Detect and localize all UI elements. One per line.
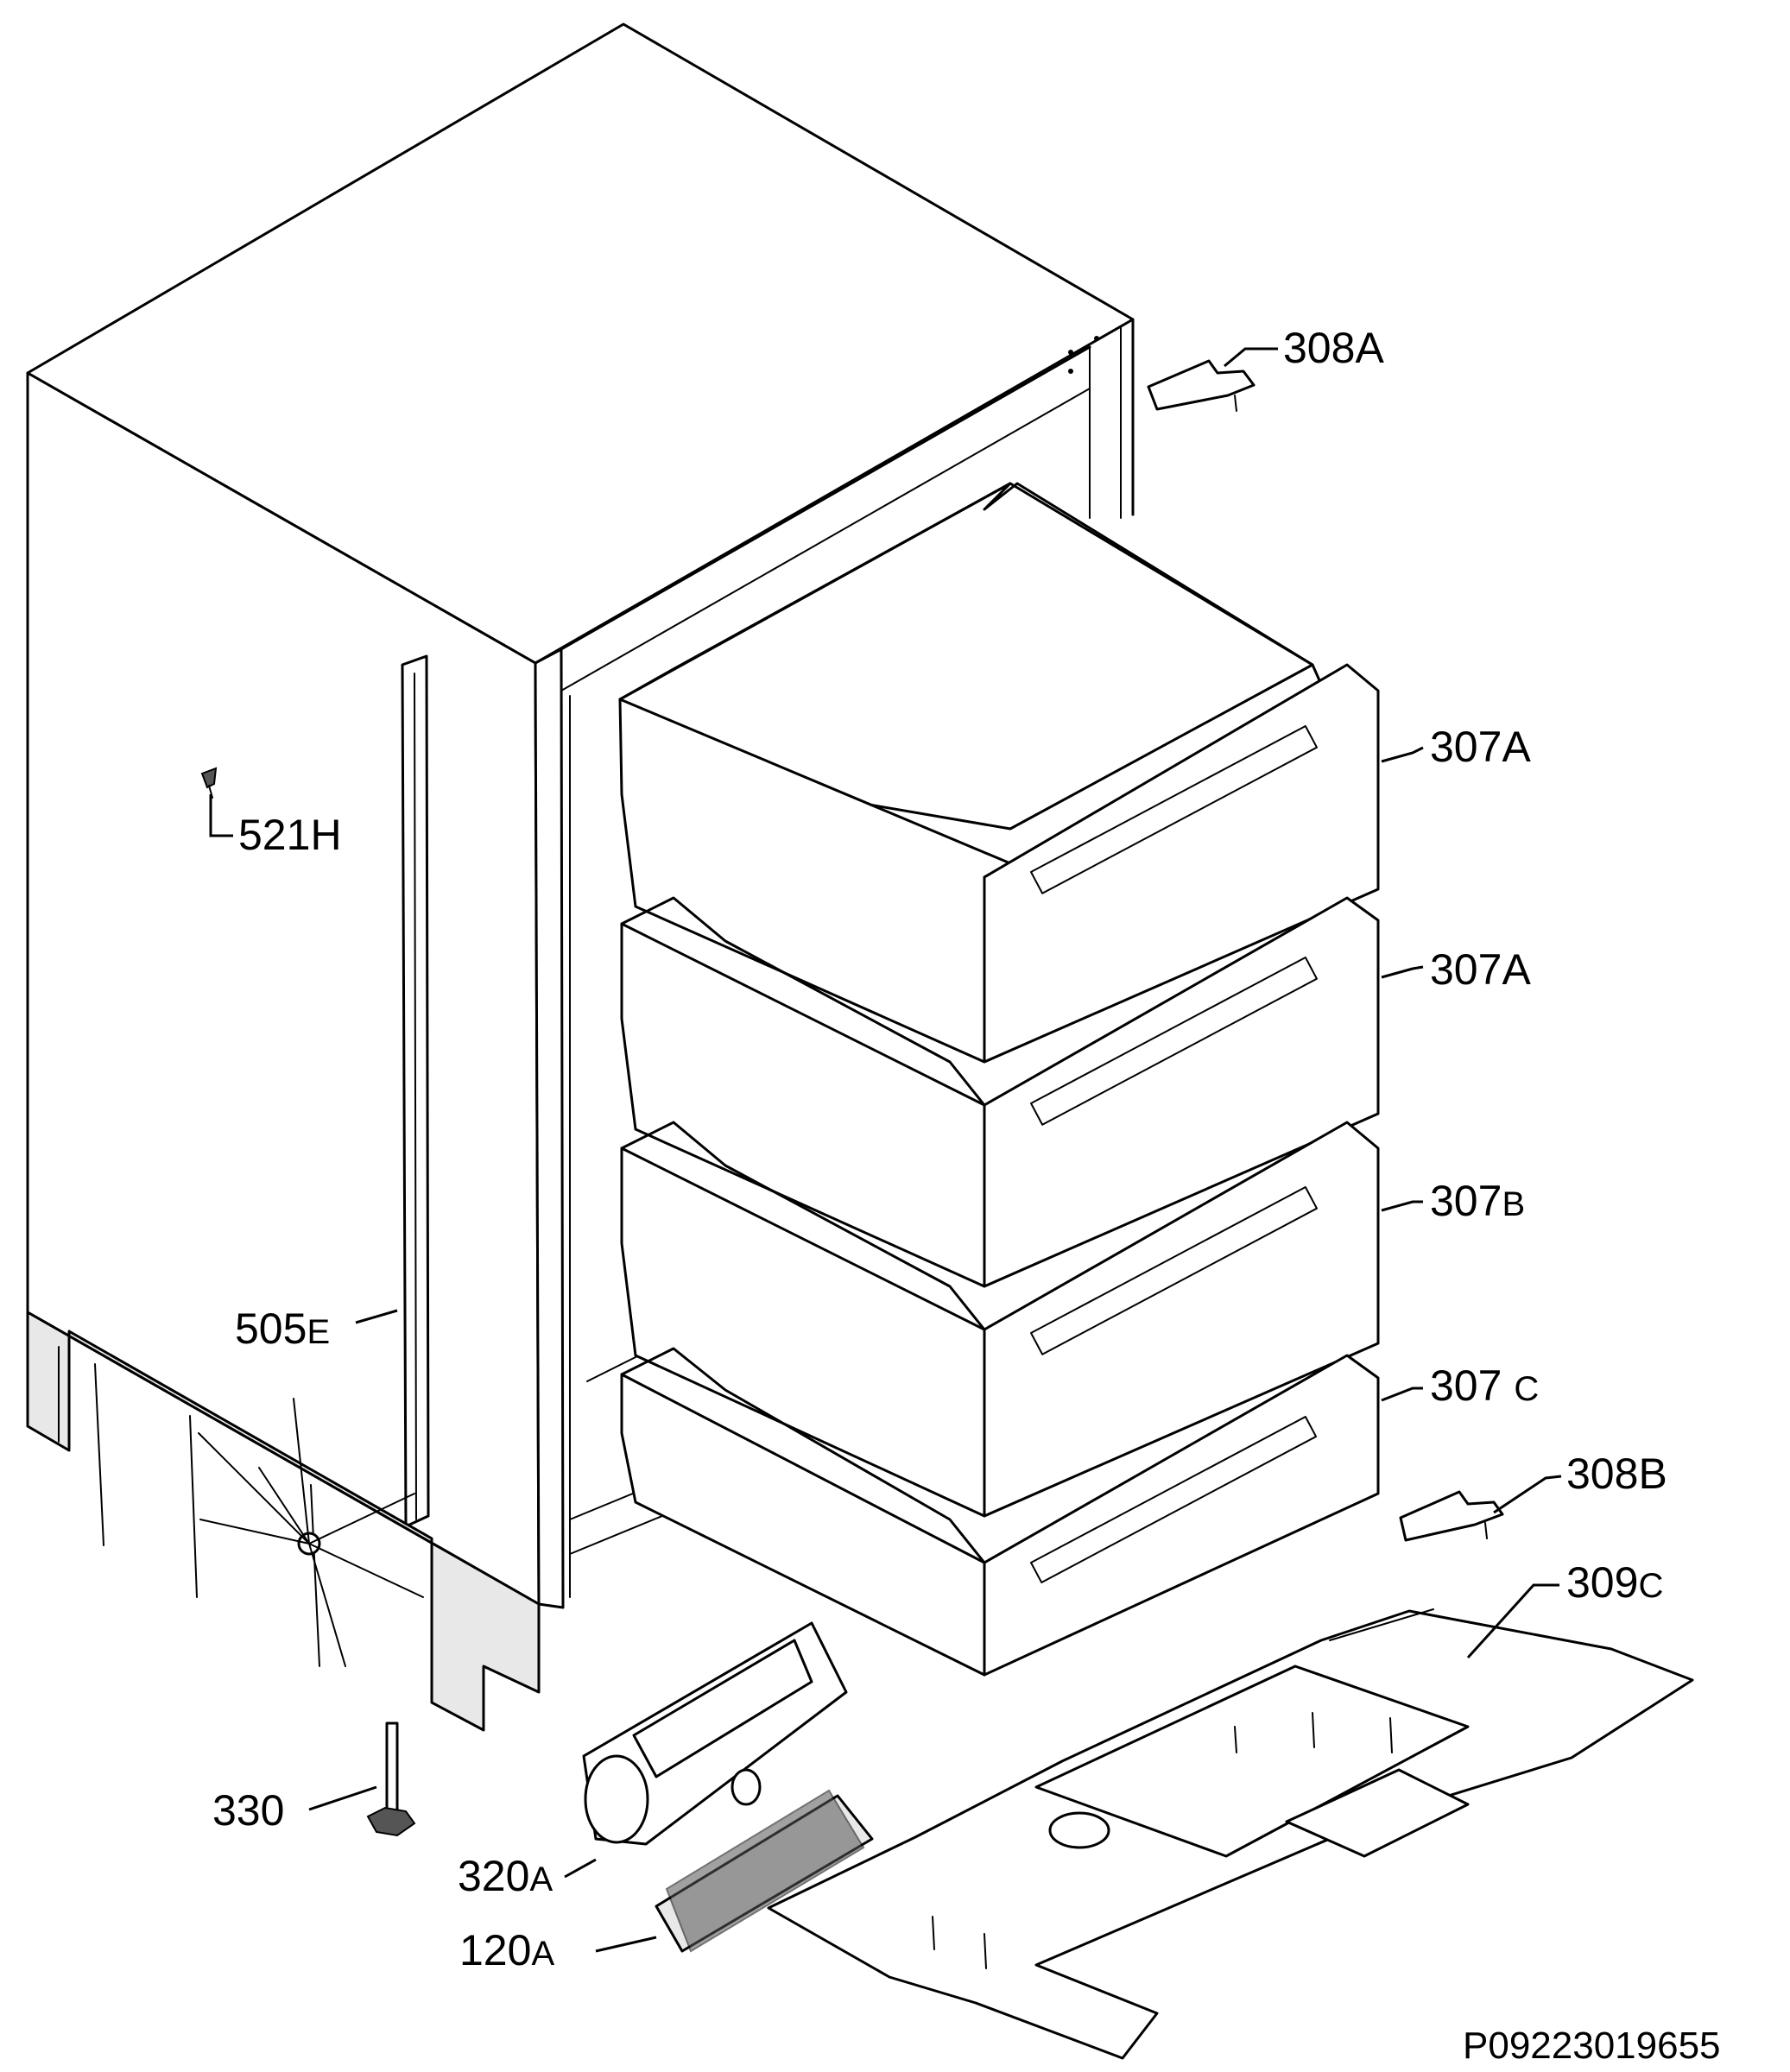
callout-505E: 505E: [235, 1304, 330, 1353]
callout-308B: 308B: [1566, 1450, 1667, 1498]
callout-307B: 307B: [1430, 1177, 1525, 1225]
grille-120A: [655, 1768, 874, 1953]
drawing-part-number: P09223019655: [1463, 2025, 1721, 2067]
drawer-third: [620, 1121, 1380, 1518]
drawer-top: [618, 482, 1380, 1064]
base-tray-309C: [767, 1608, 1694, 2060]
cover-320A: [582, 1621, 848, 1846]
callout-308A: 308A: [1283, 324, 1384, 372]
freezer-cabinet: [26, 22, 1135, 1732]
callout-521H: 521H: [238, 811, 342, 859]
adjustable-foot: [366, 1721, 416, 1837]
callout-120A: 120A: [459, 1926, 554, 1974]
callout-307A-second: 307A: [1430, 945, 1531, 994]
callout-330: 330: [212, 1786, 284, 1835]
callout-307A-top: 307A: [1430, 723, 1531, 771]
callout-309C: 309C: [1566, 1558, 1663, 1607]
drawer-bottom: [620, 1347, 1380, 1677]
callout-320A: 320A: [458, 1852, 553, 1900]
callout-307C: 307 C: [1430, 1361, 1539, 1410]
leader-lines: [209, 347, 1562, 1953]
drawer-second: [620, 896, 1380, 1288]
callout-labels: 308A 307A 307A 307B 307 C 308B 309C 521H…: [212, 324, 1721, 2067]
hinge-308B: [1399, 1490, 1504, 1542]
hinge-308A: [1147, 359, 1256, 412]
